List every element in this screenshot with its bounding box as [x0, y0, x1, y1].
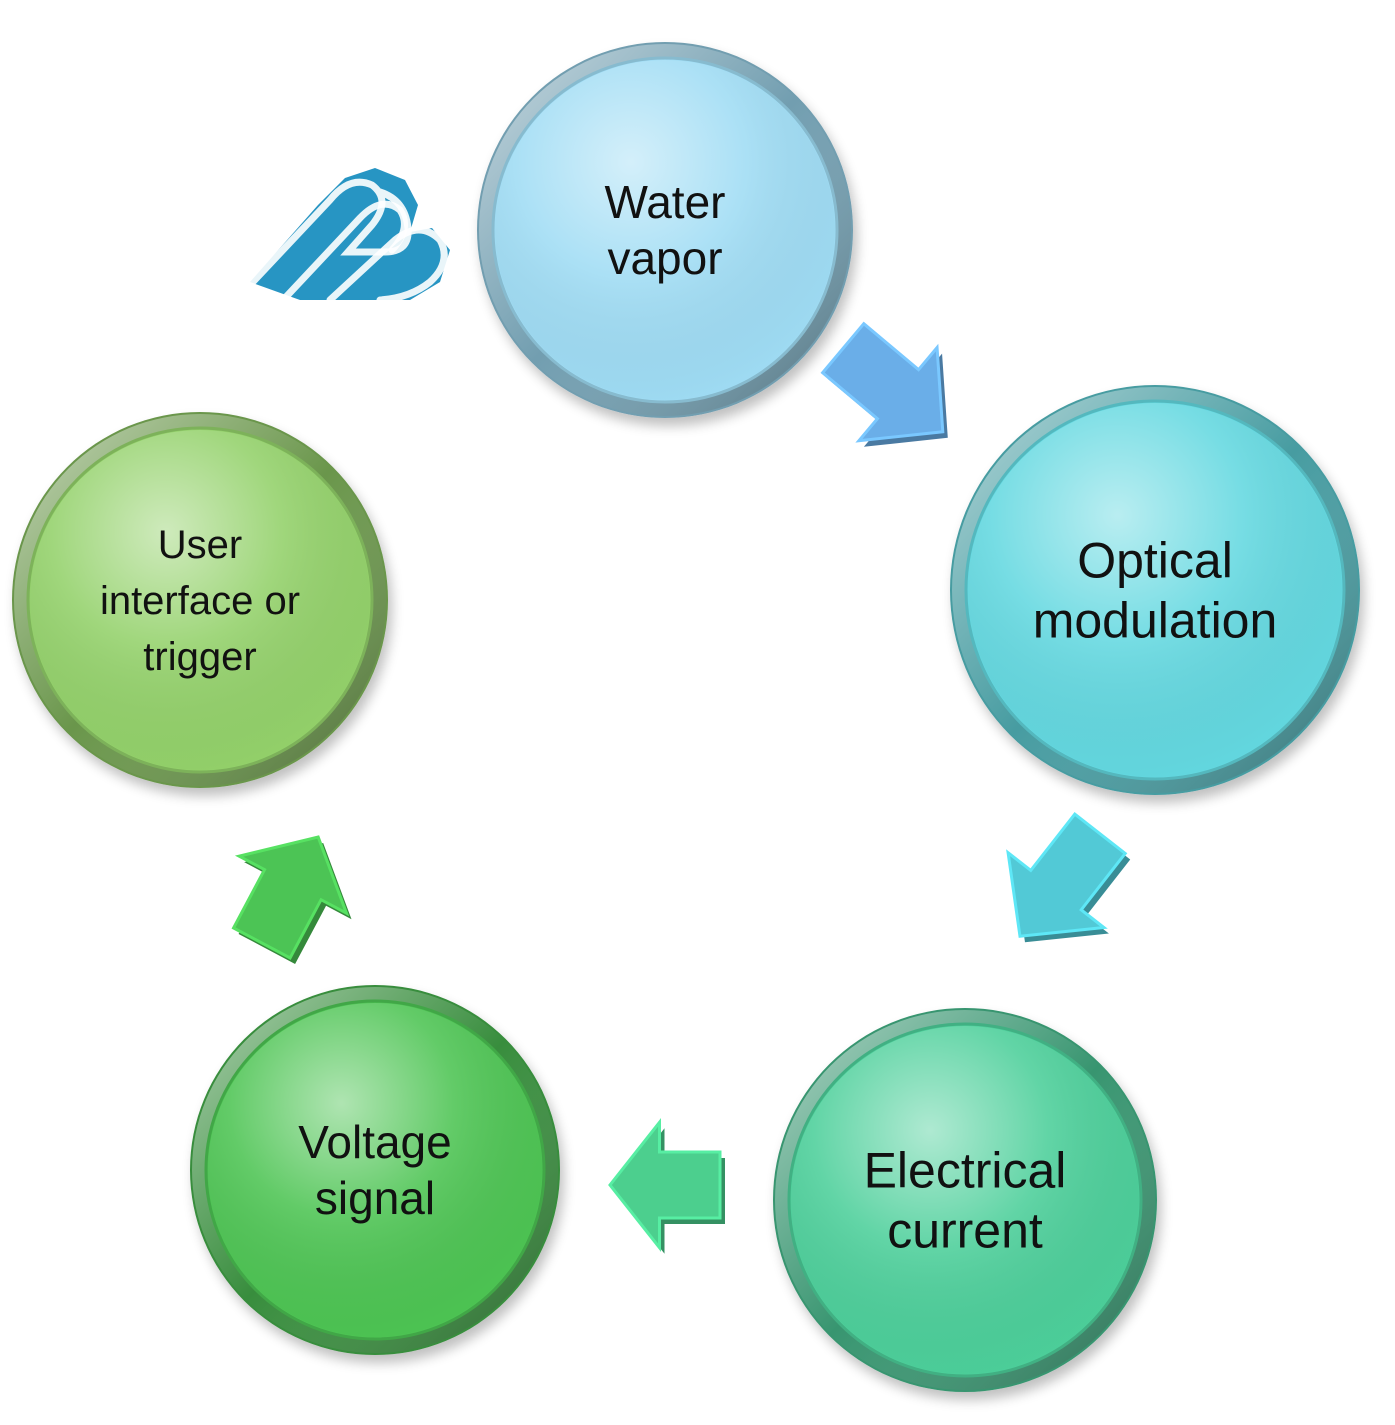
arrow-optical-to-electrical: [1006, 811, 1131, 943]
arrow-body: [1006, 811, 1128, 938]
vapor-icon-band: [326, 226, 448, 304]
node-label: current: [887, 1203, 1043, 1259]
node-label: vapor: [607, 232, 722, 284]
node-electrical-current: Electrical current: [773, 1008, 1157, 1392]
node-label: trigger: [143, 635, 256, 679]
arrow-electrical-to-voltage: [608, 1117, 725, 1254]
nodes-layer: Water vapor Optical modulation Electrica…: [12, 42, 1360, 1392]
arrow-body: [820, 321, 945, 443]
arrow-voltage-to-user: [231, 835, 352, 964]
arrow-body: [231, 835, 350, 961]
node-voltage-signal: Voltage signal: [190, 985, 560, 1355]
node-label: Water: [605, 176, 726, 228]
node-gloss: [30, 430, 370, 770]
node-gloss: [968, 403, 1342, 777]
arrow-water-to-optical: [820, 321, 948, 447]
node-label: User: [158, 523, 242, 567]
node-label: modulation: [1033, 593, 1278, 649]
node-optical-modulation: Optical modulation: [950, 385, 1360, 795]
node-label: Electrical: [864, 1143, 1067, 1199]
water-vapor-icon: [246, 168, 450, 304]
node-water-vapor: Water vapor: [477, 42, 853, 418]
node-user-interface: User interface or trigger: [12, 412, 388, 788]
node-label: Voltage: [298, 1116, 451, 1168]
arrow-body: [608, 1117, 722, 1253]
arrows-layer: [231, 321, 1131, 1254]
node-gloss: [791, 1026, 1139, 1374]
node-label: Optical: [1077, 533, 1233, 589]
node-gloss: [208, 1003, 542, 1337]
node-gloss: [495, 60, 835, 400]
node-label: interface or: [100, 579, 300, 623]
node-label: signal: [315, 1172, 435, 1224]
